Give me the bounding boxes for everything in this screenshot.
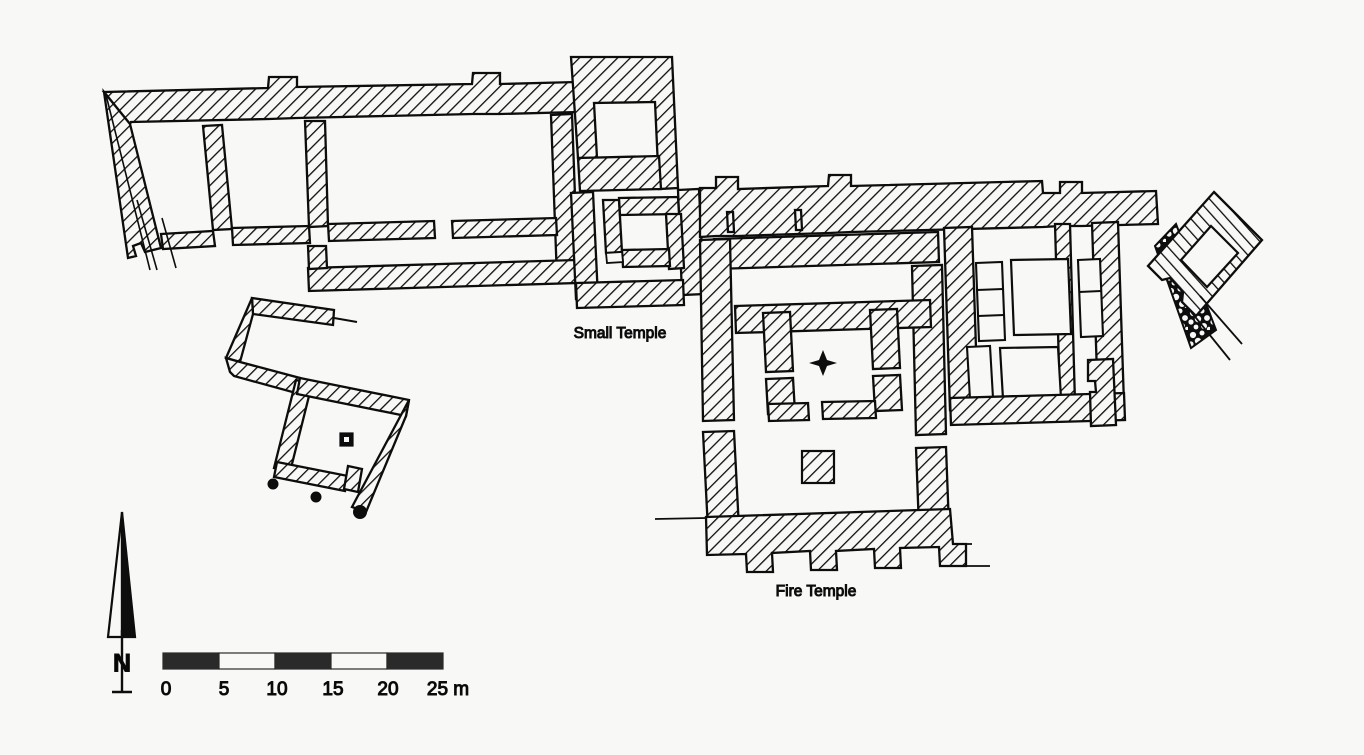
east-block-cell-1 xyxy=(974,260,1007,343)
scale-segment-4 xyxy=(386,652,444,670)
fire-temple-ground-line-w xyxy=(654,517,707,520)
scale-segment-2 xyxy=(274,652,332,670)
sw-building-room-south-wall xyxy=(272,460,350,493)
east-block-south-wall xyxy=(948,391,1127,427)
north-range-partition-1 xyxy=(201,123,234,232)
trench-line-3 xyxy=(105,94,151,271)
scale-tick-3: 15 xyxy=(322,679,343,700)
fire-temple-secondary-altar xyxy=(800,449,836,485)
sw-building-altar-marker-inner xyxy=(344,437,349,442)
column-base-1 xyxy=(267,478,279,490)
scale-tick-5: 25 m xyxy=(427,679,469,700)
north-range-room2-south-wall xyxy=(230,224,312,247)
spine-return-b xyxy=(793,208,804,232)
fire-temple-sanctuary-east-pier-lower xyxy=(871,373,904,413)
structure-north-range xyxy=(101,71,580,293)
fire-temple-sanctuary-west-pier xyxy=(761,310,795,374)
east-block-cell-2 xyxy=(1076,257,1105,339)
annexe-trench-line-1 xyxy=(1187,307,1231,361)
annexe-inner-room xyxy=(1179,224,1240,289)
north-arrow-right-half xyxy=(120,511,137,639)
fire-temple-sanctuary-south-wall-a xyxy=(766,401,811,423)
east-block-cell-1-divider xyxy=(976,288,1004,291)
east-block-cell-3 xyxy=(965,344,995,401)
sw-building-mid-wall xyxy=(224,356,302,395)
north-range-south-return xyxy=(306,244,329,271)
scale-bar: 0 5 10 15 20 25 m xyxy=(160,652,470,701)
fire-temple-sanctuary-south-wall-b xyxy=(820,399,878,421)
north-arrow: N xyxy=(106,511,137,694)
small-temple-cella-south xyxy=(620,247,672,269)
small-temple-cella-north xyxy=(617,195,681,217)
sw-building-stub-line xyxy=(333,317,358,323)
spine-return-a xyxy=(725,210,736,234)
scale-tick-0: 0 xyxy=(161,679,172,700)
annexe-trench-line-2 xyxy=(1199,295,1243,345)
sw-building-room-south-return xyxy=(342,464,364,494)
small-temple-door-jamb xyxy=(605,251,624,264)
structure-fire-temple: Fire Temple xyxy=(654,230,990,601)
east-block-room-lower xyxy=(998,345,1063,401)
column-base-2 xyxy=(310,491,322,503)
north-range-west-wall xyxy=(102,88,163,260)
trench-line-1 xyxy=(136,199,158,271)
structure-northeast-annexe xyxy=(1146,190,1264,361)
east-block-cell-2-divider xyxy=(1078,290,1102,293)
sw-building-room-east-wall xyxy=(350,399,411,514)
structure-central-spine xyxy=(698,173,1160,239)
scale-segment-1 xyxy=(218,652,276,670)
sw-building-west-wall xyxy=(224,297,255,364)
small-temple-south-wall xyxy=(574,278,686,310)
north-range-north-wall xyxy=(101,71,580,127)
fire-temple-east-wall xyxy=(910,263,948,437)
sw-building-north-wall xyxy=(250,296,336,327)
fire-temple-south-wall xyxy=(704,507,968,574)
east-block-room-upper xyxy=(1009,257,1073,337)
north-arrow-left-half xyxy=(106,511,124,639)
scale-tick-2: 10 xyxy=(266,679,287,700)
small-temple-north-block-b xyxy=(576,154,663,193)
north-arrow-label: N xyxy=(113,650,131,678)
north-range-partition-2 xyxy=(303,119,330,229)
fire-altar-marker xyxy=(809,350,837,376)
fire-temple-west-wall xyxy=(698,237,736,423)
structure-small-temple: Small Temple xyxy=(569,55,706,343)
east-block-south-return xyxy=(1086,357,1118,428)
north-range-room1-south-wall xyxy=(159,229,217,251)
scale-tick-1: 5 xyxy=(219,679,230,700)
central-spine-wall xyxy=(698,173,1160,239)
scale-segment-3 xyxy=(330,652,388,670)
fire-temple-label: Fire Temple xyxy=(776,583,857,600)
north-range-room3-south-wall-b xyxy=(450,216,559,240)
scale-tick-4: 20 xyxy=(377,679,398,700)
fire-temple-north-wall xyxy=(712,230,941,271)
structure-east-room-block xyxy=(942,220,1127,428)
scale-segment-0 xyxy=(162,652,220,670)
east-block-cell-1-divider-2 xyxy=(977,314,1005,317)
trench-line-2 xyxy=(161,217,177,269)
small-temple-label: Small Temple xyxy=(574,325,667,342)
sw-building-room-north-wall xyxy=(295,376,411,418)
structure-southwest-building xyxy=(224,296,411,519)
column-base-3 xyxy=(353,505,367,519)
fire-temple-sanctuary-east-pier xyxy=(868,307,902,371)
north-range-south-wall xyxy=(306,258,579,293)
north-range-room3-south-wall xyxy=(326,219,437,243)
